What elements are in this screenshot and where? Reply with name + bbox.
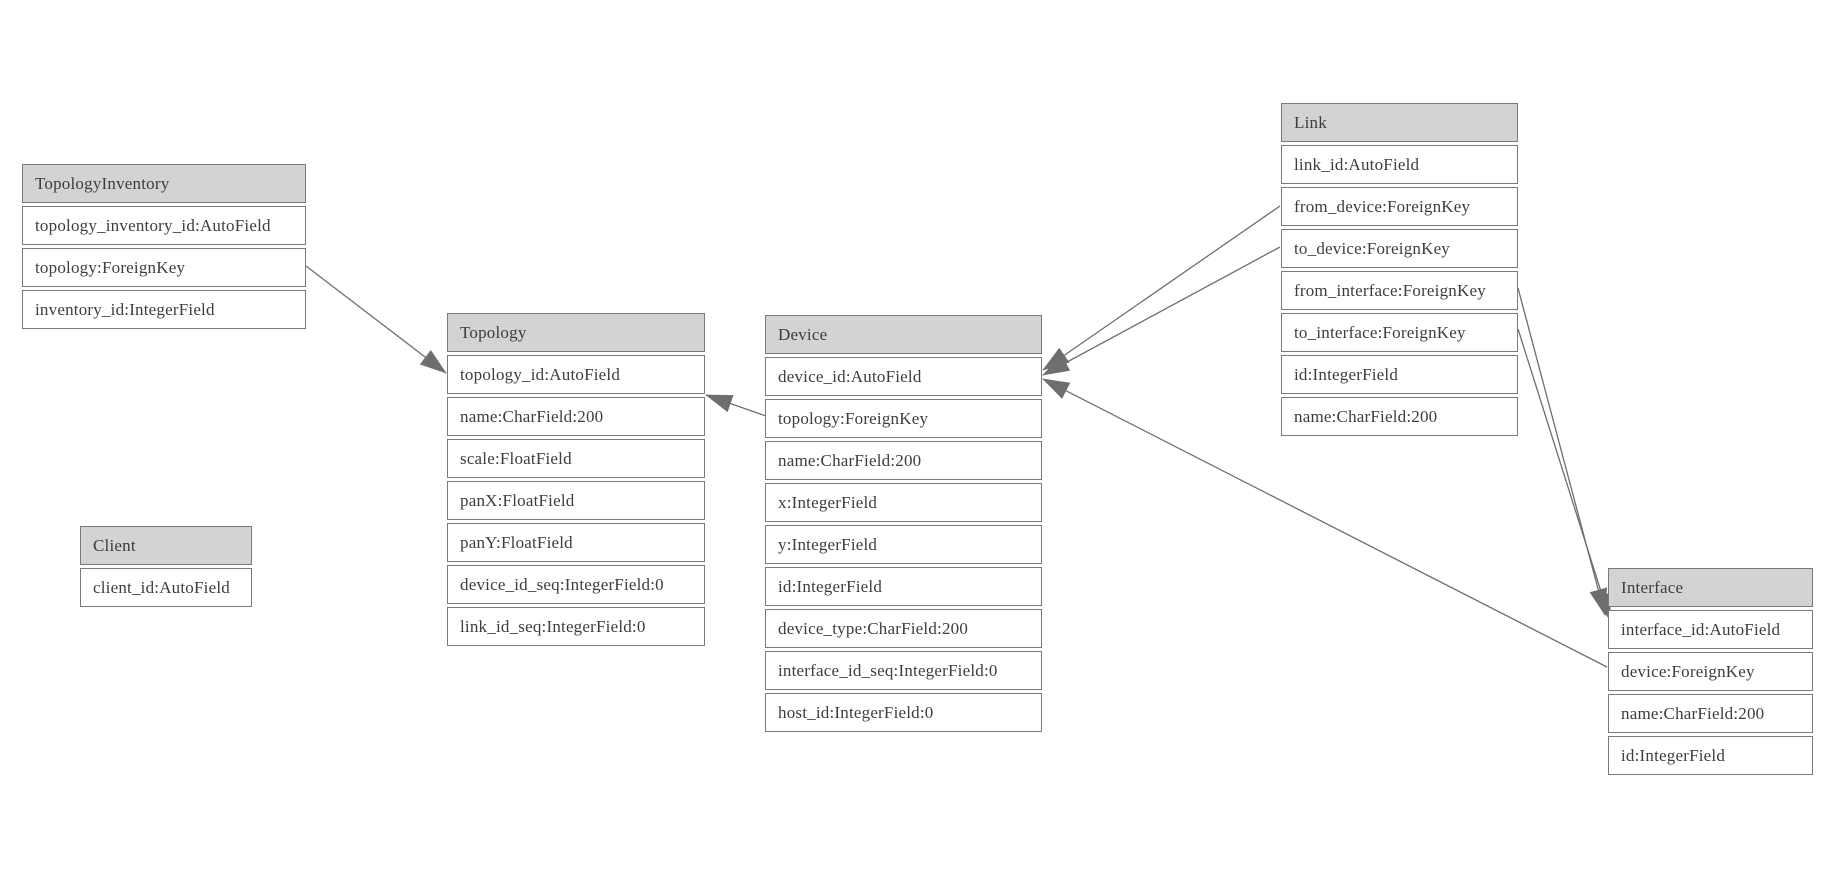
field-row-device-1: topology:ForeignKey <box>765 399 1042 438</box>
table-title-link: Link <box>1281 103 1518 142</box>
field-row-topology-4: panY:FloatField <box>447 523 705 562</box>
edge-link-from-device-to-device <box>1042 205 1281 371</box>
field-row-topology-3: panX:FloatField <box>447 481 705 520</box>
field-row-topology-5: device_id_seq:IntegerField:0 <box>447 565 705 604</box>
field-row-device-5: id:IntegerField <box>765 567 1042 606</box>
field-row-interface-1: device:ForeignKey <box>1608 652 1813 691</box>
field-row-topology-inventory-0: topology_inventory_id:AutoField <box>22 206 306 245</box>
edge-link-from-interface-to-interface <box>1517 287 1608 616</box>
field-row-topology-0: topology_id:AutoField <box>447 355 705 394</box>
field-row-link-5: id:IntegerField <box>1281 355 1518 394</box>
field-row-interface-3: id:IntegerField <box>1608 736 1813 775</box>
field-row-topology-2: scale:FloatField <box>447 439 705 478</box>
field-row-link-3: from_interface:ForeignKey <box>1281 271 1518 310</box>
edge-link-to-device-to-device <box>1042 246 1281 376</box>
field-row-interface-0: interface_id:AutoField <box>1608 610 1813 649</box>
table-title-topology-inventory: TopologyInventory <box>22 164 306 203</box>
field-row-device-7: interface_id_seq:IntegerField:0 <box>765 651 1042 690</box>
edge-link-to-interface-to-interface <box>1517 328 1611 621</box>
field-row-device-2: name:CharField:200 <box>765 441 1042 480</box>
field-row-link-2: to_device:ForeignKey <box>1281 229 1518 268</box>
field-row-device-4: y:IntegerField <box>765 525 1042 564</box>
field-row-device-6: device_type:CharField:200 <box>765 609 1042 648</box>
field-row-link-6: name:CharField:200 <box>1281 397 1518 436</box>
field-row-topology-1: name:CharField:200 <box>447 397 705 436</box>
table-title-topology: Topology <box>447 313 705 352</box>
field-row-device-0: device_id:AutoField <box>765 357 1042 396</box>
field-row-client-0: client_id:AutoField <box>80 568 252 607</box>
field-row-device-3: x:IntegerField <box>765 483 1042 522</box>
table-title-device: Device <box>765 315 1042 354</box>
field-row-topology-inventory-1: topology:ForeignKey <box>22 248 306 287</box>
edge-device-topology-to-topology <box>705 394 767 417</box>
table-title-interface: Interface <box>1608 568 1813 607</box>
field-row-link-1: from_device:ForeignKey <box>1281 187 1518 226</box>
field-row-topology-inventory-2: inventory_id:IntegerField <box>22 290 306 329</box>
field-row-device-8: host_id:IntegerField:0 <box>765 693 1042 732</box>
field-row-link-4: to_interface:ForeignKey <box>1281 313 1518 352</box>
field-row-topology-6: link_id_seq:IntegerField:0 <box>447 607 705 646</box>
table-title-client: Client <box>80 526 252 565</box>
field-row-interface-2: name:CharField:200 <box>1608 694 1813 733</box>
field-row-link-0: link_id:AutoField <box>1281 145 1518 184</box>
edge-topologyinventory-topology-to-topology <box>305 265 447 374</box>
